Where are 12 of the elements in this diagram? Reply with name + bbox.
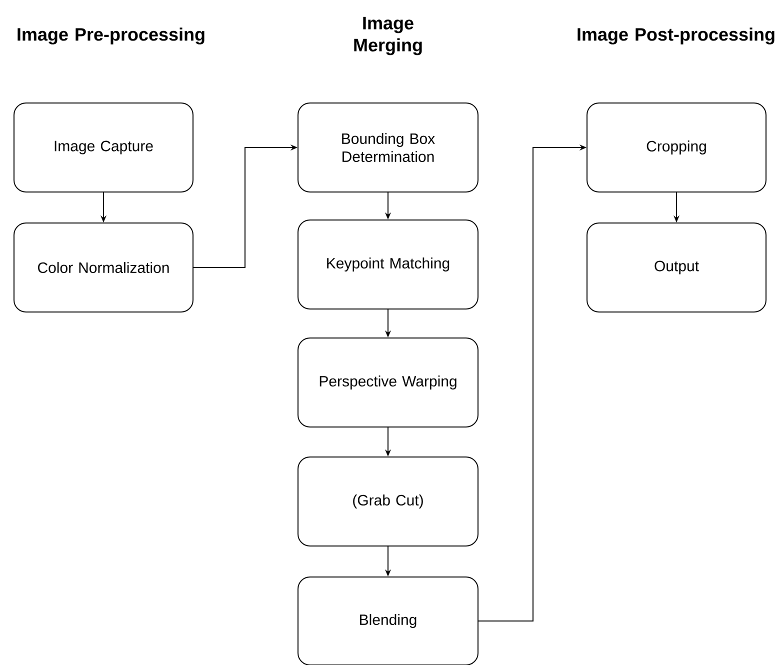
process-box: Image Capture	[14, 102, 194, 192]
process-box: Perspective Warping	[298, 338, 478, 428]
process-box: Keypoint Matching	[298, 220, 478, 310]
column-heading: Image Pre-processing	[18, 28, 204, 44]
process-box: Color Normalization	[14, 222, 194, 312]
column-heading: Image Merging	[354, 16, 422, 56]
process-box: (Grab Cut)	[298, 456, 478, 546]
column-heading: Image Post-processing	[578, 28, 774, 44]
process-box: Cropping	[586, 102, 766, 192]
process-box: Output	[586, 222, 766, 312]
process-box: Blending	[298, 576, 478, 665]
process-box: Bounding Box Determination	[298, 102, 478, 192]
